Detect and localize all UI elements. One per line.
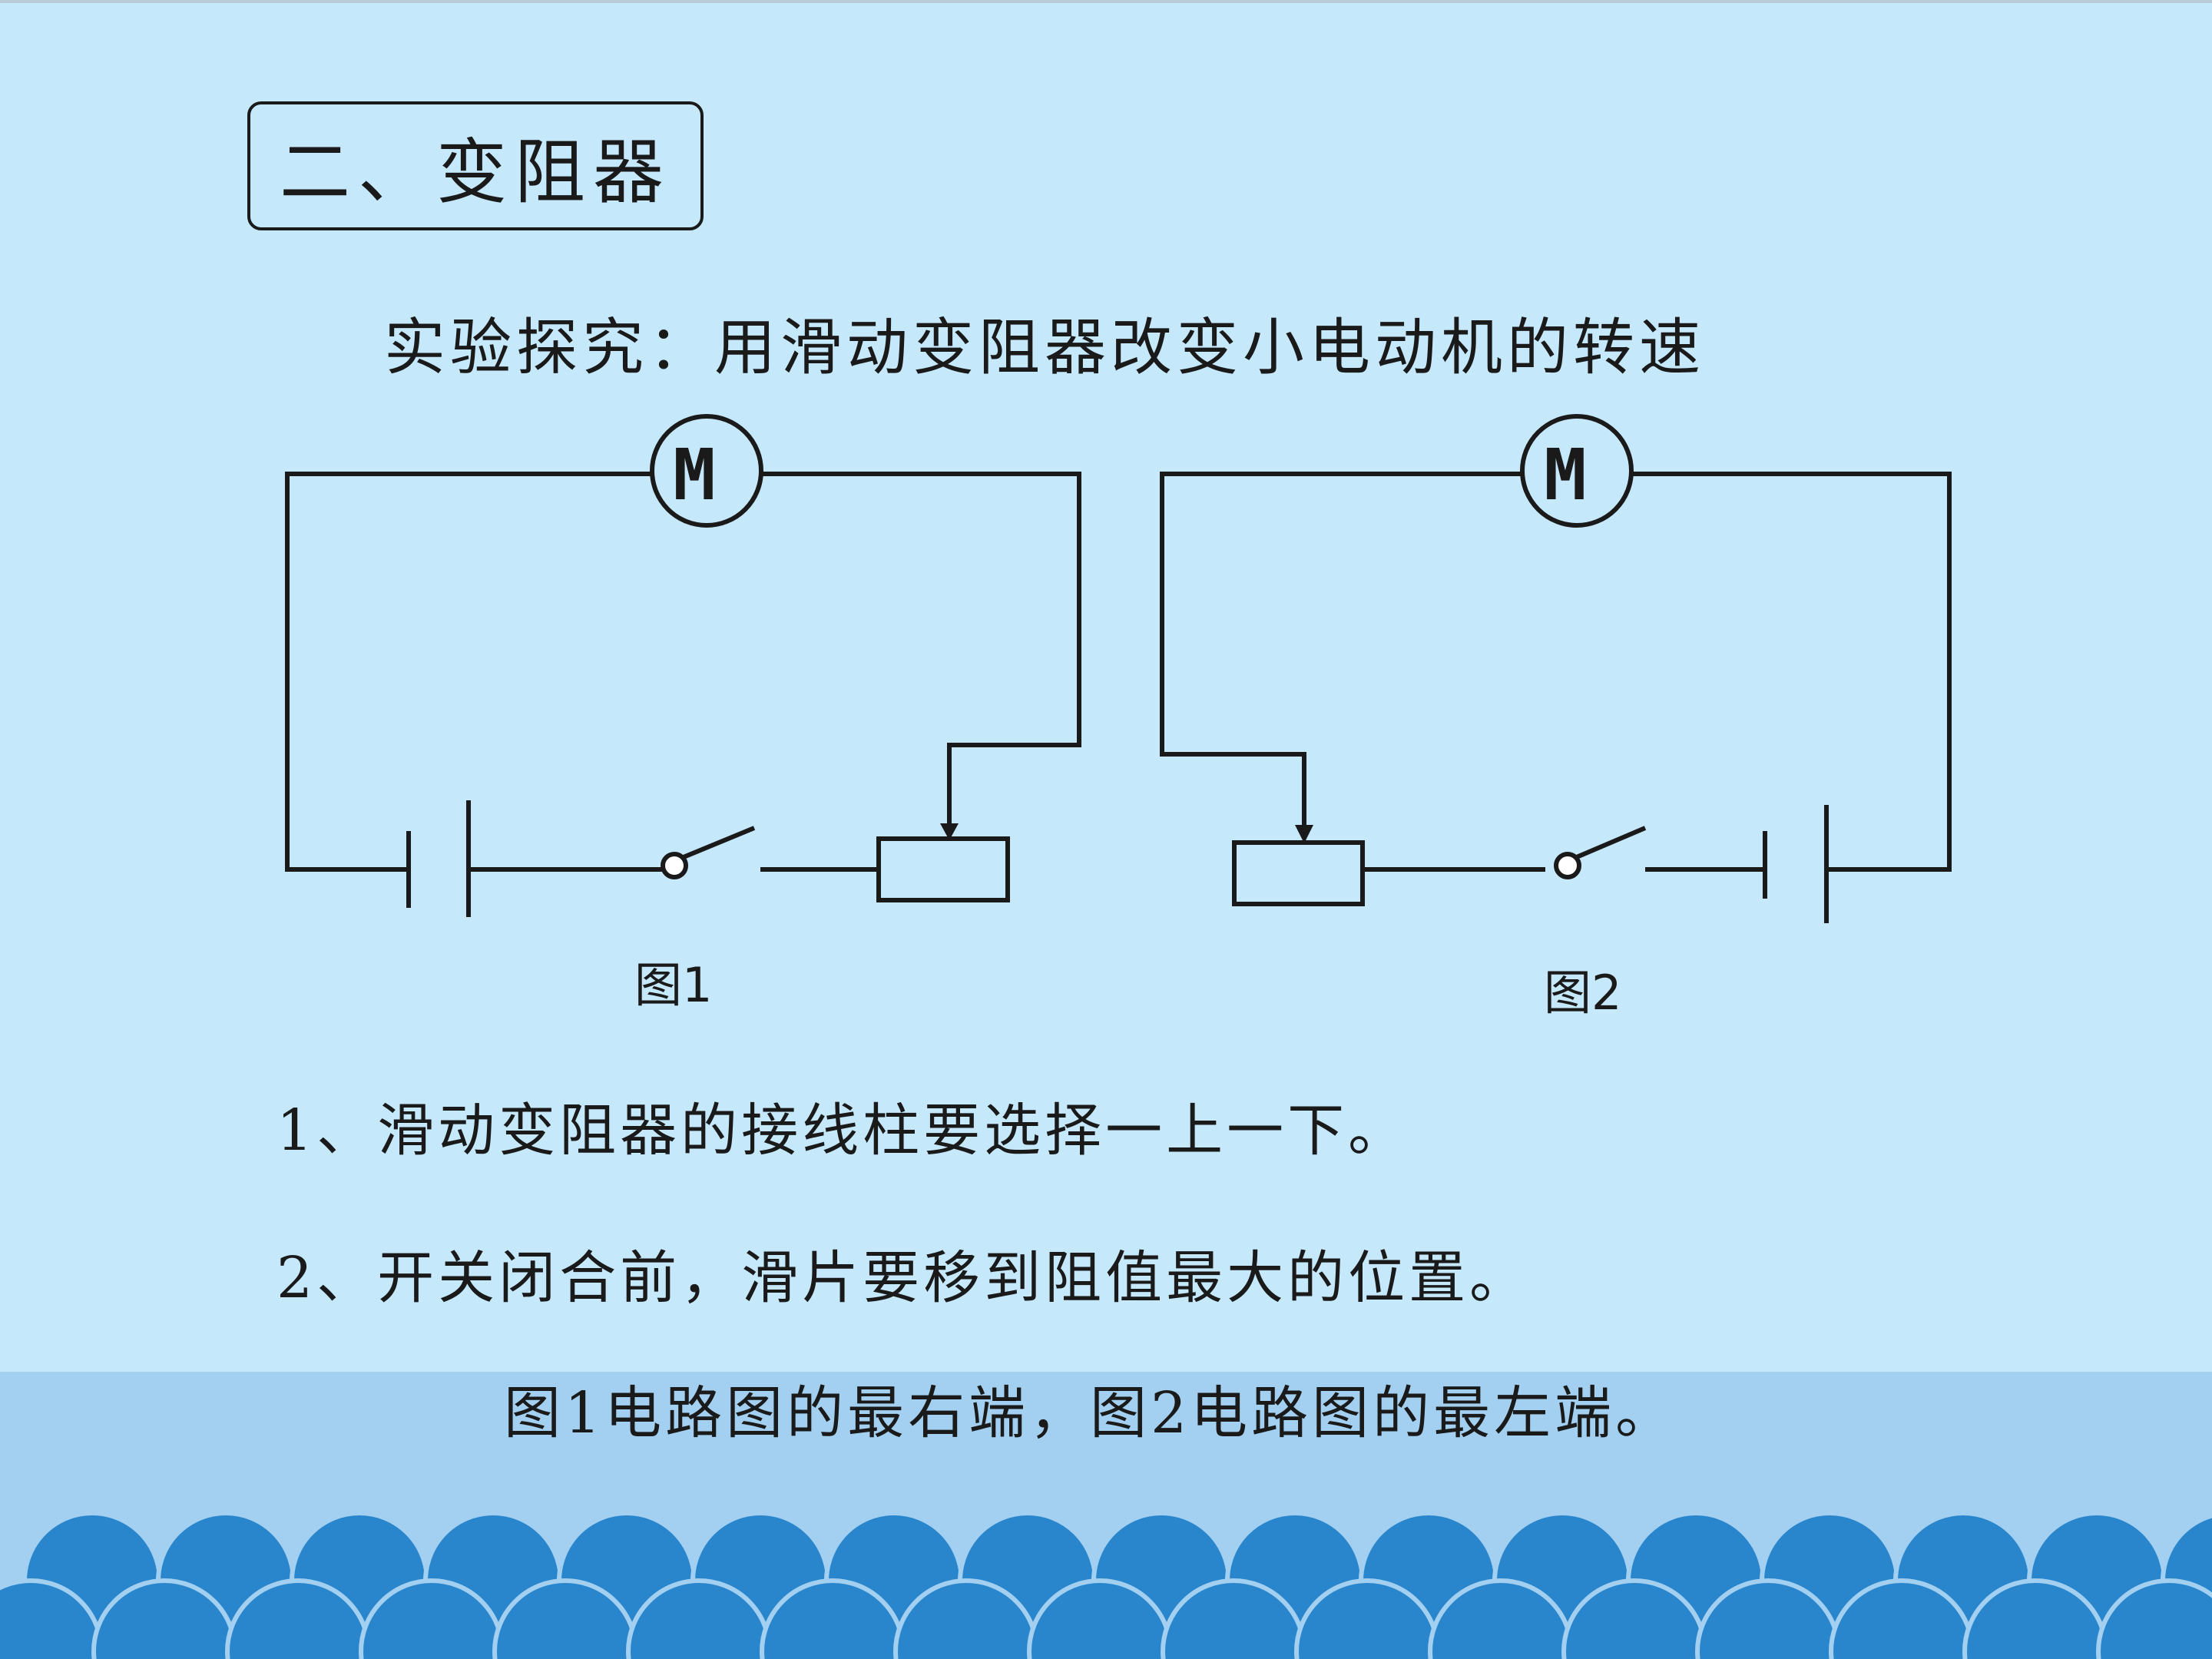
note-slider-positions: 图1电路图的最右端，图2电路图的最左端。 [504, 1380, 1677, 1446]
circuit-1-motor-label: M [673, 434, 715, 516]
circuit-2-rheostat [1232, 840, 1365, 906]
circuit-1-battery [406, 800, 471, 917]
wave-row-bottom [0, 1578, 2212, 1659]
experiment-subtitle: 实验探究：用滑动变阻器改变小电动机的转速 [384, 312, 1705, 383]
circuit-2-motor-label: M [1544, 434, 1586, 516]
circuit-1-wires [285, 472, 1081, 872]
circuit-2-motor [1520, 414, 1634, 528]
circuit-1-slider-arrow [940, 823, 959, 840]
circuit-2-slider-arrow [1295, 825, 1313, 843]
circuit-2-switch [1554, 826, 1647, 879]
note-terminal-selection: 1、滑动变阻器的接线柱要选择一上一下。 [276, 1098, 1409, 1164]
circuit-1-switch [661, 826, 756, 879]
note-slider-max-resistance: 2、开关闭合前，滑片要移到阻值最大的位置。 [276, 1245, 1531, 1311]
slide-heading-text: 二、变阻器 [279, 131, 671, 214]
circuit-1-rheostat [876, 836, 1010, 902]
top-rule [0, 0, 2212, 3]
slide-heading: 二、变阻器 [247, 101, 704, 230]
decorative-waves [0, 1511, 2212, 1659]
circuit-diagrams: M M [285, 414, 1952, 923]
circuit-figure-2 [1160, 414, 1952, 923]
circuit-2-wires [1160, 472, 1952, 872]
circuit-2-battery [1763, 805, 1829, 923]
circuit-1-motor [650, 414, 763, 528]
circuit-figure-1 [285, 414, 1081, 917]
figure-1-caption: 图1 [634, 957, 713, 1013]
figure-2-caption: 图2 [1544, 965, 1622, 1021]
wave-scallop [2096, 1578, 2212, 1659]
